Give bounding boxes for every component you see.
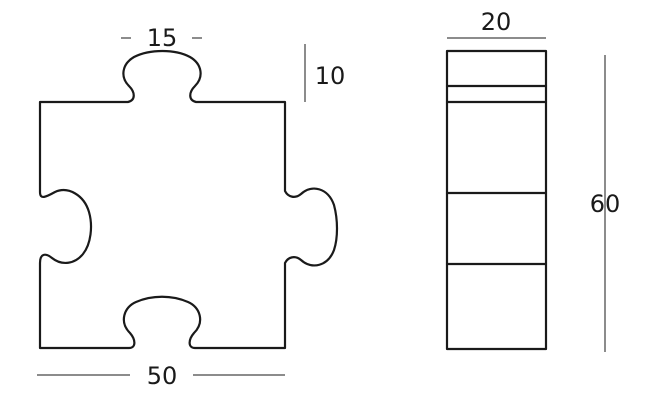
side-view-block	[445, 49, 548, 351]
side-height-label: 60	[590, 190, 621, 218]
side-depth-label: 20	[481, 8, 512, 36]
tab-width-label: 15	[147, 24, 178, 52]
tab-height-label: 10	[315, 62, 346, 90]
piece-width-label: 50	[147, 362, 178, 390]
puzzle-piece-outline	[38, 49, 339, 350]
